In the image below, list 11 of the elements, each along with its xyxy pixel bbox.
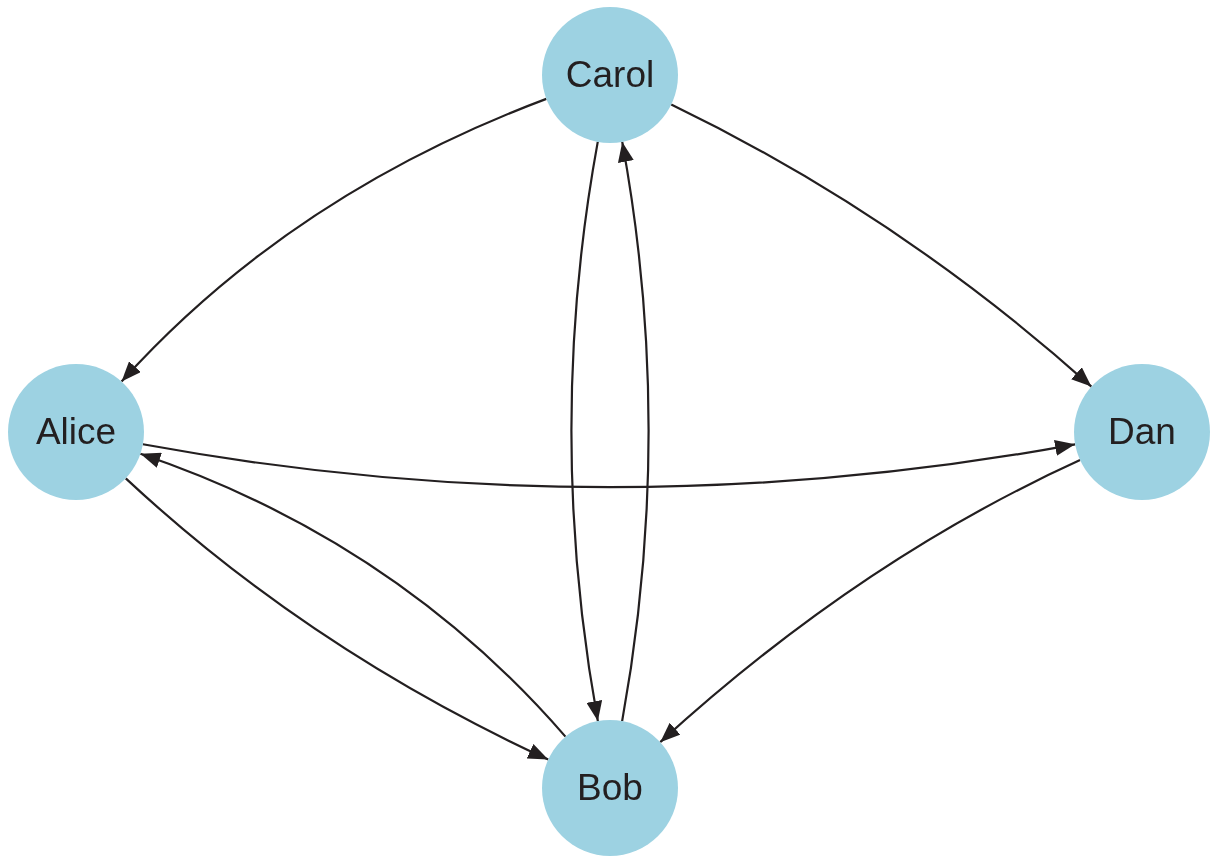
arrow [659,459,1081,743]
arrow [140,452,567,738]
node-label: Alice [35,411,117,453]
arrow [670,103,1093,388]
node-label: Carol [565,54,655,96]
arrow [570,141,603,722]
node-label: Dan [1108,411,1176,453]
arrow [120,97,547,383]
node-label: Bob [577,767,643,809]
arrow [617,141,650,722]
arrow [125,477,549,761]
